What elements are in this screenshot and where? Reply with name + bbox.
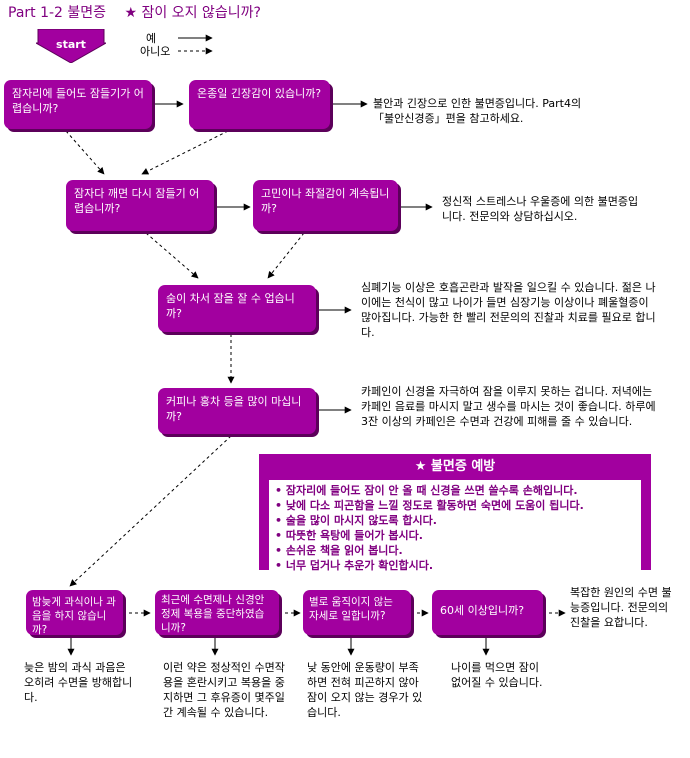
answer-q8: 이런 약은 정상적인 수면작용을 혼란시키고 복용을 중지하면 그 후유증이 몇… bbox=[163, 661, 285, 719]
answer-q10-no: 복잡한 원인의 수면 불능증입니다. 전문의의 진찰을 요합니다. bbox=[570, 586, 672, 629]
answer-q2: 불안과 긴장으로 인한 불면증입니다. Part4의 「불안신경증」편을 참고하… bbox=[373, 96, 663, 126]
tips-title: ★ 불면증 예방 bbox=[269, 457, 641, 477]
answer-q10-yes: 나이를 먹으면 잠이 없어질 수 있습니다. bbox=[451, 661, 543, 689]
question-box-q2: 온종일 긴장감이 있습니까? bbox=[189, 80, 330, 129]
tip-item: • 잠자리에 들어도 잠이 안 올 때 신경을 쓰면 쓸수록 손해입니다. bbox=[275, 484, 578, 497]
answer-q7: 늦은 밤의 과식 과음은 오히려 수면을 방해합니다. bbox=[24, 661, 133, 704]
question-box-q10: 60세 이상입니까? bbox=[432, 590, 543, 635]
answer-q2-line2: 「불안신경증」편을 참고하세요. bbox=[373, 112, 524, 125]
legend-no-label: 아니오 bbox=[140, 45, 171, 58]
star-icon: ★ bbox=[124, 5, 138, 21]
start-marker: start bbox=[34, 28, 108, 64]
q1-no-arrow bbox=[65, 130, 105, 175]
question-box-q5: 숨이 차서 잠을 잘 수 업습니까? bbox=[158, 285, 316, 332]
tip-item: • 낮에 다소 피곤함을 느낄 정도로 활동하면 숙면에 도움이 됩니다. bbox=[275, 499, 584, 512]
q3-no-arrow bbox=[145, 232, 199, 279]
page-title: Part 1-2 불면증 ★ 잠이 오지 않습니까? bbox=[8, 2, 261, 22]
question-box-q3: 잠자다 깨면 다시 잠들기 어렵습니까? bbox=[66, 180, 214, 231]
q2-no-arrow bbox=[141, 130, 229, 175]
q6-no-arrow bbox=[69, 435, 232, 587]
tip-item: • 손쉬운 책을 읽어 봅니다. bbox=[275, 544, 403, 557]
start-arrow-icon bbox=[34, 28, 108, 64]
start-label: start bbox=[56, 38, 86, 51]
answer-q2-line1: 불안과 긴장으로 인한 불면증입니다. Part4의 bbox=[373, 97, 582, 110]
legend-yes-label: 예 bbox=[146, 32, 157, 45]
tip-item: • 너무 덥거나 추운가 확인합시다. bbox=[275, 559, 434, 572]
answer-q4: 정신적 스트레스나 우울증에 의한 불면증입니다. 전문의와 상담하십시오. bbox=[442, 195, 639, 223]
tip-item: • 따뜻한 욕탕에 들어가 봅시다. bbox=[275, 529, 423, 542]
question-box-q7: 밤늦게 과식이나 과음을 하지 않습니까? bbox=[26, 590, 123, 636]
answer-q6: 카페인이 신경을 자극하여 잠을 이루지 못하는 겁니다. 저녁에는 카페인 음… bbox=[361, 385, 656, 428]
q4-no-arrow bbox=[267, 232, 305, 279]
question-box-q6: 커피나 홍차 등을 많이 마십니까? bbox=[158, 388, 316, 434]
question-box-q8: 최근에 수면제나 신경안정제 복용을 중단하였습니까? bbox=[155, 590, 279, 635]
tips-star-icon: ★ bbox=[414, 459, 427, 474]
tips-title-text: 불면증 예방 bbox=[430, 459, 496, 474]
tip-item: • 술을 많이 마시지 않도록 합시다. bbox=[275, 514, 437, 527]
title-part: Part 1-2 불면증 bbox=[8, 5, 107, 21]
tips-list: • 잠자리에 들어도 잠이 안 올 때 신경을 쓰면 쓸수록 손해입니다. • … bbox=[269, 480, 641, 576]
question-box-q9: 별로 움직이지 않는 자세로 일합니까? bbox=[303, 590, 411, 635]
question-box-q1: 잠자리에 들어도 잠들기가 어렵습니까? bbox=[4, 80, 152, 129]
answer-q5: 심폐기능 이상은 호흡곤란과 발작을 일으킬 수 있습니다. 젊은 나이에는 천… bbox=[361, 281, 656, 339]
question-box-q4: 고민이나 좌절감이 계속됩니까? bbox=[253, 180, 398, 231]
answer-q9: 낮 동안에 운동량이 부족하면 전혀 피곤하지 않아 잠이 오지 않는 경우가 … bbox=[307, 661, 423, 719]
title-question: 잠이 오지 않습니까? bbox=[141, 5, 261, 21]
prevention-tips-box: ★ 불면증 예방 • 잠자리에 들어도 잠이 안 올 때 신경을 쓰면 쓸수록 … bbox=[259, 454, 651, 576]
